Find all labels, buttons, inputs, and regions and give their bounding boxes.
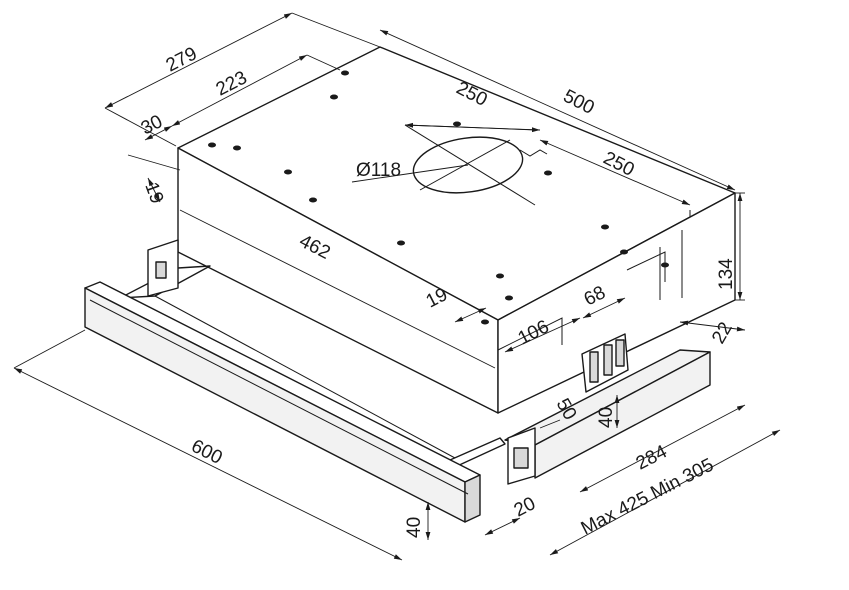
hood-body: [177, 46, 736, 414]
dim-134: 134: [716, 258, 737, 290]
dim-duct-diameter: Ø118: [356, 160, 401, 181]
dim-20-panel: 20: [511, 493, 539, 521]
dim-40-right: 40: [596, 407, 617, 428]
dim-223: 223: [213, 67, 251, 100]
dim-22: 22: [708, 319, 737, 348]
dim-600: 600: [188, 436, 226, 469]
dim-284: 284: [633, 441, 671, 474]
dim-30: 30: [138, 111, 166, 139]
dimension-lines: [13, 12, 781, 561]
dim-19-left: 19: [140, 180, 167, 207]
dim-40-panel: 40: [404, 517, 425, 538]
dim-279: 279: [163, 43, 201, 76]
center-bracket: [581, 333, 629, 393]
